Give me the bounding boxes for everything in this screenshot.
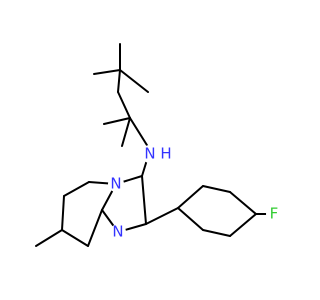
bond: [61, 195, 65, 231]
bond: [229, 191, 257, 215]
fluorine-label: F: [270, 205, 279, 223]
bond: [103, 117, 131, 125]
amine-nitrogen-label: N: [144, 145, 155, 163]
atom-labels: N H N N F: [108, 145, 282, 241]
tert-octyl-group: [93, 43, 151, 151]
bond: [35, 229, 63, 247]
bridgehead-nitrogen-label: N: [110, 175, 121, 193]
imidazole-n-backdrop: [110, 224, 126, 240]
bond: [117, 69, 121, 93]
bond: [202, 229, 231, 237]
amine-hydrogen-label: H: [160, 145, 171, 163]
fluorophenyl-group: [145, 185, 270, 237]
amine-n-backdrop: [141, 145, 159, 163]
imidazole-nitrogen-label: N: [112, 223, 123, 241]
imidazopyridine-core: [35, 175, 147, 247]
fluorine-backdrop: [266, 206, 282, 222]
chemical-structure-diagram: N H N N F: [35, 43, 282, 247]
bond: [117, 91, 131, 119]
bond: [119, 69, 149, 93]
bond: [121, 117, 131, 147]
bond: [177, 207, 204, 231]
bond: [93, 69, 121, 75]
bond: [63, 181, 90, 197]
bond: [141, 175, 147, 225]
bond: [202, 185, 231, 193]
bond: [87, 209, 103, 247]
bond: [177, 185, 204, 209]
bridge-n-backdrop: [108, 176, 124, 192]
bond: [145, 207, 179, 225]
amine-h-backdrop: [158, 146, 174, 162]
bond: [229, 213, 257, 237]
bond: [61, 229, 89, 247]
bond: [129, 117, 151, 151]
